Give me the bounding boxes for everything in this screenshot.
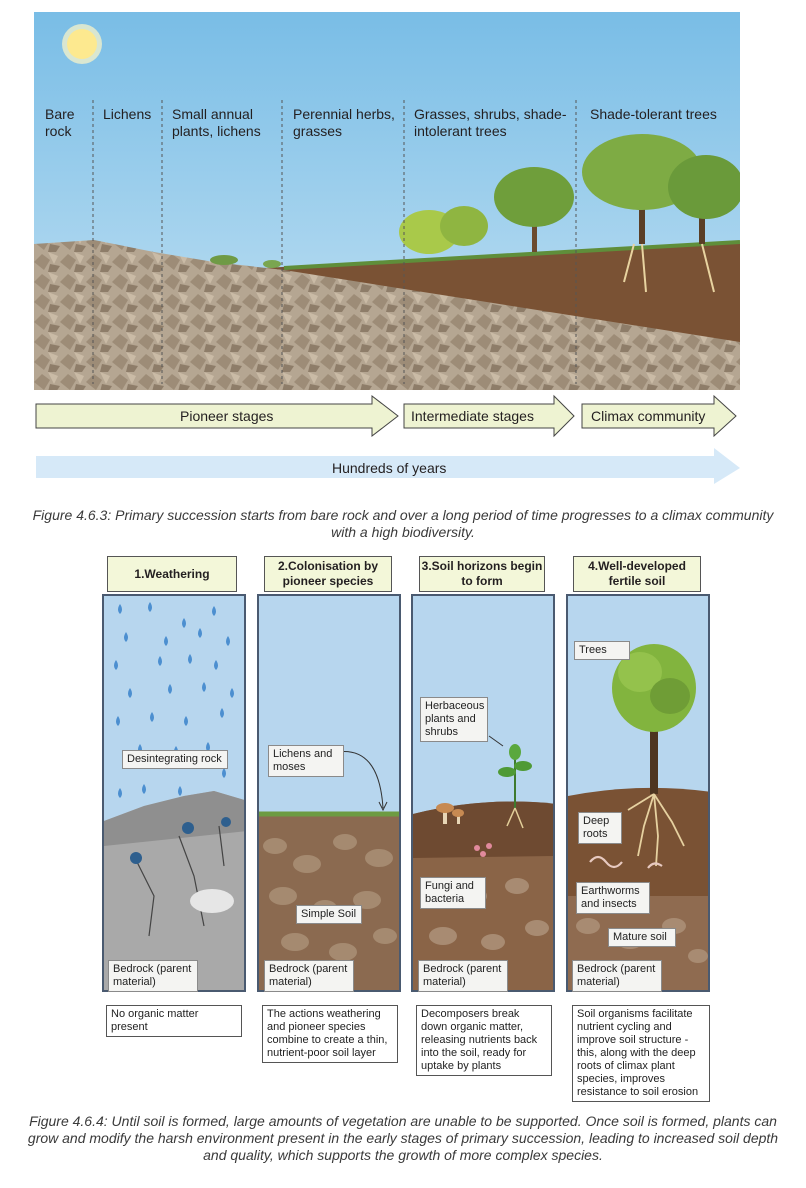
pioneer-arrow [35,394,399,438]
rock-layer [34,240,740,390]
note-3: Decomposers break down organic matter, r… [416,1005,552,1076]
intermediate-label: Intermediate stages [411,408,534,424]
intermediate-arrow [403,394,575,438]
small-plants [263,260,281,268]
label-bedrock-3: Bedrock (parent material) [418,960,508,992]
label-fungi-bacteria: Fungi and bacteria [420,877,486,909]
pointer-arrow [336,750,384,809]
pointer-arrow [488,735,504,747]
colonisation-scene [259,596,399,990]
stage-label-small-plants: Small annual plants, lichens [172,106,261,139]
stage-label-lichens: Lichens [103,106,152,122]
column-title-3: 3.Soil horizons begin to form [419,556,545,592]
deep-roots [627,793,685,867]
stage-label-shade-tolerant: Shade-tolerant trees [590,106,717,122]
label-mature-soil: Mature soil [608,928,676,947]
stage-label-grasses-shrubs: Grasses, shrubs, shade-intolerant trees [414,106,567,139]
herbaceous-plant-icon [498,744,532,829]
time-arrow [36,448,740,484]
label-bedrock-4: Bedrock (parent material) [572,960,662,992]
soil-horizons-scene [413,596,553,990]
succession-illustration [34,12,744,390]
column-title-2: 2.Colonisation by pioneer species [264,556,392,592]
climax-label: Climax community [591,408,706,424]
label-bedrock-1: Bedrock (parent material) [108,960,198,992]
label-earthworms: Earthworms and insects [576,882,650,914]
figure1-caption: Figure 4.6.3: Primary succession starts … [32,507,774,540]
bacteria-icons [474,843,492,857]
label-trees: Trees [574,641,630,660]
panel-weathering [102,594,246,992]
label-herbaceous: Herbaceous plants and shrubs [420,697,488,742]
shrubs [399,167,574,254]
small-plants [210,255,238,265]
grass-line [283,240,741,270]
earthworm-icons [589,855,663,869]
stage-label-perennial: Perennial herbs, grasses [293,106,395,139]
column-title-1: 1.Weathering [107,556,237,592]
note-1: No organic matter present [106,1005,242,1037]
climax-trees [582,134,744,293]
weathering-scene [104,596,244,990]
time-label: Hundreds of years [332,460,447,476]
mushroom-icon [436,803,464,824]
figure2-caption: Figure 4.6.4: Until soil is formed, larg… [27,1113,779,1163]
label-deep-roots: Deep roots [578,812,622,844]
label-bedrock-2: Bedrock (parent material) [264,960,354,992]
note-2: The actions weathering and pioneer speci… [262,1005,398,1063]
climax-arrow [581,394,737,438]
label-simple-soil: Simple Soil [296,905,362,924]
label-desintegrating-rock: Desintegrating rock [122,750,228,769]
sun-icon [67,29,97,59]
lichen-icons [130,817,231,864]
column-title-4: 4.Well-developed fertile soil [573,556,701,592]
tree-icon [612,644,696,794]
timeline-arrows [35,394,740,484]
stage-label-bare-rock: Bare rock [45,106,75,139]
panel-soil-horizons [411,594,555,992]
pioneer-label: Pioneer stages [180,408,274,424]
stage-dividers [92,100,577,384]
note-4: Soil organisms facilitate nutrient cycli… [572,1005,710,1102]
succession-scene [34,12,744,390]
label-lichens-moses: Lichens and moses [268,745,344,777]
panel-colonisation [257,594,401,992]
